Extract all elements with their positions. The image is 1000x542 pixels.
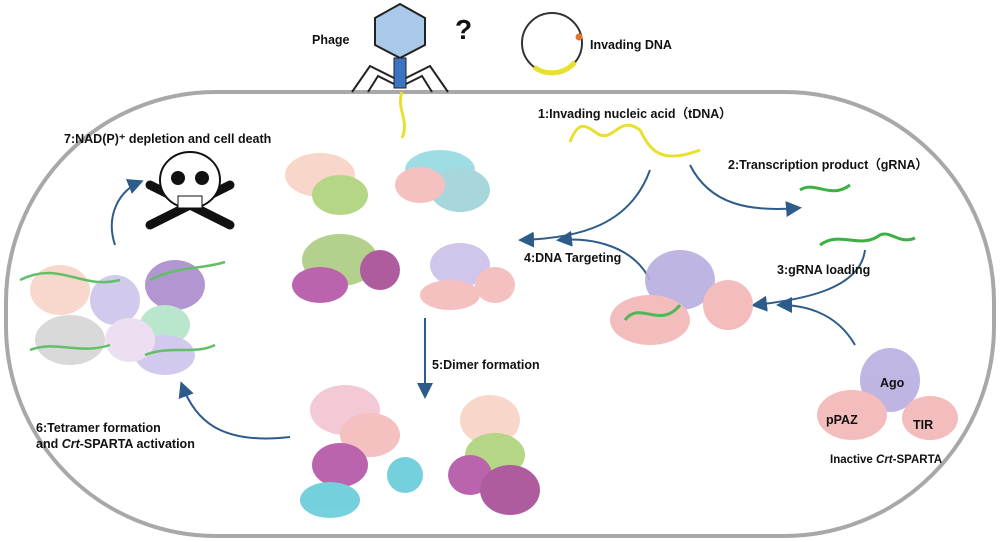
inactive-caption: Inactive Crt-SPARTA bbox=[830, 452, 942, 468]
tdna-strand bbox=[568, 123, 701, 158]
phage-icon bbox=[351, 2, 449, 139]
arrow-death bbox=[110, 179, 144, 246]
inactive-complex bbox=[817, 348, 958, 440]
question-mark: ? bbox=[455, 14, 473, 45]
ppaz-label: pPAZ bbox=[826, 413, 858, 427]
arrow-grna-loading bbox=[751, 249, 866, 312]
grna-strand bbox=[799, 183, 916, 247]
step-6-label: 6:Tetramer formation and Crt-SPARTA activ… bbox=[36, 420, 195, 452]
step-6-pre: and bbox=[36, 437, 62, 451]
step-7-label: 7:NAD(P)⁺ depletion and cell death bbox=[64, 132, 272, 146]
step-1-label: 1:Invading nucleic acid（tDNA） bbox=[538, 107, 732, 121]
invading-dna-label: Invading DNA bbox=[590, 38, 672, 52]
step-3-label: 3:gRNA loading bbox=[777, 263, 871, 277]
arrow-loaded-to-targeting bbox=[556, 230, 651, 281]
step-6-post: -SPARTA activation bbox=[79, 437, 195, 451]
arrow-tetramer bbox=[178, 381, 291, 440]
cell-membrane bbox=[4, 90, 996, 538]
tetramer-complex bbox=[19, 260, 226, 375]
arrow-to-targeting bbox=[518, 169, 651, 248]
step-5-label: 5:Dimer formation bbox=[432, 358, 540, 372]
step-6-line1: 6:Tetramer formation bbox=[36, 421, 161, 435]
dimer-complexes bbox=[300, 385, 540, 518]
step-6-italic: Crt bbox=[61, 437, 80, 451]
plasmid-icon bbox=[521, 12, 583, 76]
step-2-label: 2:Transcription product（gRNA） bbox=[728, 158, 929, 172]
caption-post: -SPARTA bbox=[892, 454, 943, 466]
arrow-inactive-to-loading bbox=[776, 297, 856, 346]
arrow-to-grna bbox=[689, 164, 802, 217]
ago-label: Ago bbox=[880, 376, 905, 390]
loaded-complex bbox=[610, 250, 753, 345]
tir-label: TIR bbox=[913, 418, 934, 432]
caption-pre: Inactive bbox=[830, 454, 877, 466]
phage-label: Phage bbox=[312, 33, 350, 47]
caption-italic: Crt bbox=[876, 454, 893, 466]
step-4-label: 4:DNA Targeting bbox=[524, 251, 622, 265]
targeting-complexes bbox=[285, 150, 515, 310]
skull-crossbones-icon bbox=[145, 151, 235, 230]
